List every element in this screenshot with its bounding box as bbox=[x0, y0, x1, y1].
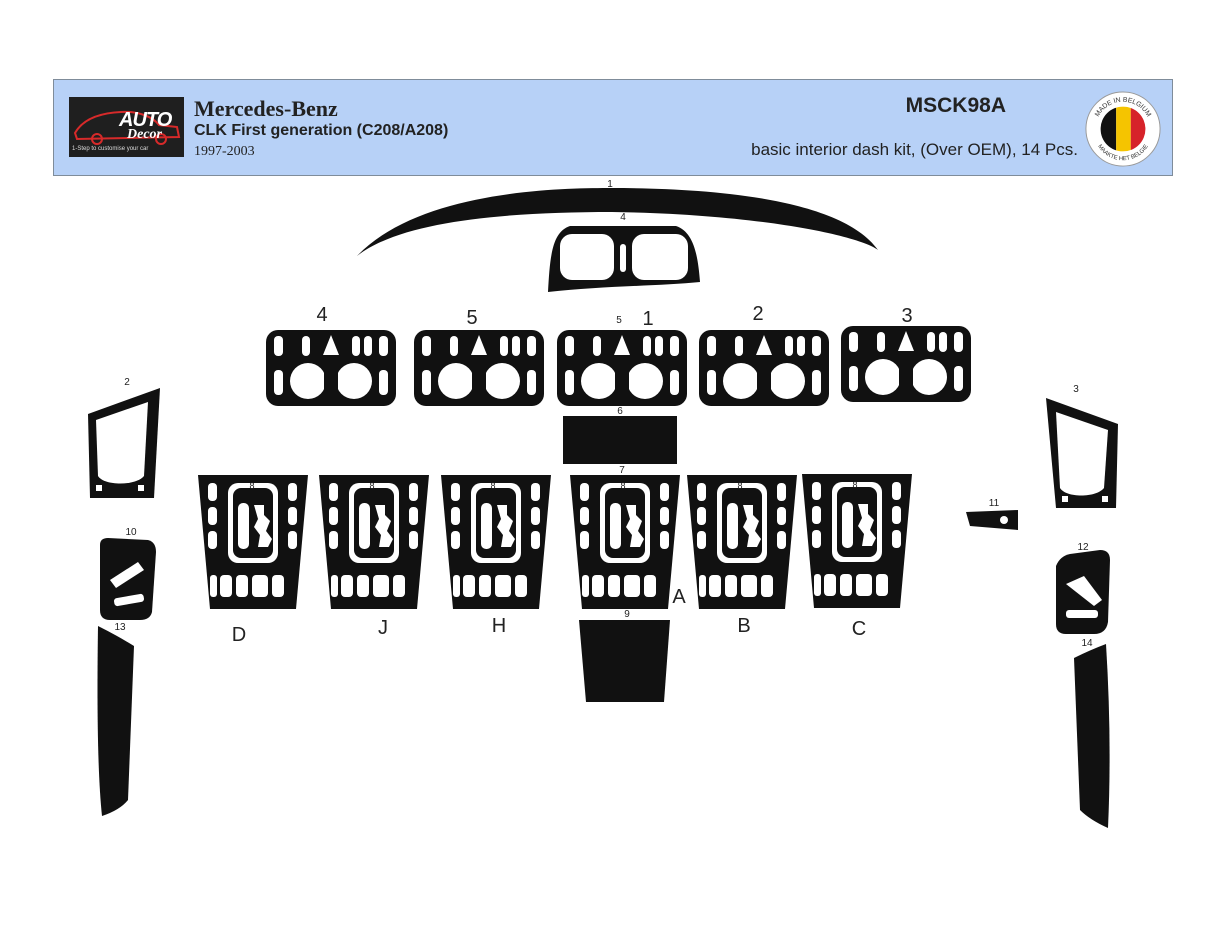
console-variant-label-c: C bbox=[852, 618, 866, 640]
model-name: CLK First generation (C208/A208) bbox=[194, 122, 449, 139]
vent-panel-5 bbox=[414, 330, 544, 406]
vent-variant-label-5: 5 bbox=[466, 307, 477, 329]
model-years: 1997-2003 bbox=[194, 144, 255, 159]
logo-word-decor: Decor bbox=[127, 127, 162, 142]
part-2-left-side-vent bbox=[88, 388, 160, 498]
center-vent-small-label: 5 bbox=[616, 315, 622, 326]
part-3-label: 3 bbox=[1073, 384, 1079, 395]
part-3-right-side-vent bbox=[1046, 398, 1118, 508]
car-outline-icon bbox=[73, 110, 181, 145]
console-variant-label-a: A bbox=[672, 586, 686, 608]
console-variant-label-b: B bbox=[737, 615, 750, 637]
part-1-label: 1 bbox=[607, 179, 613, 190]
part-1-dash-arc bbox=[357, 188, 878, 256]
console-panel-a bbox=[570, 475, 680, 609]
console-8-label-b: 8 bbox=[737, 481, 742, 491]
part-14-label: 14 bbox=[1081, 638, 1093, 649]
part-10-left-door-panel bbox=[100, 538, 156, 620]
console-panel-c bbox=[802, 474, 912, 608]
vent-panel-2 bbox=[699, 330, 829, 406]
vent-variant-label-2: 2 bbox=[752, 303, 763, 325]
part-4-label: 4 bbox=[620, 212, 626, 223]
part-12-label: 12 bbox=[1077, 542, 1089, 553]
brand-name: Mercedes-Benz bbox=[194, 96, 338, 121]
product-code: MSCK98A bbox=[905, 94, 1006, 117]
auto-decor-logo: AUTO Decor 1-Step to customise your car bbox=[69, 97, 184, 157]
part-13-left-trim-strip bbox=[97, 626, 134, 816]
made-in-belgium-badge: MADE IN BELGIUM MAAKTE HET BELGIE bbox=[1085, 91, 1161, 167]
console-variant-label-d: D bbox=[232, 624, 246, 646]
console-panel-b bbox=[687, 475, 797, 609]
vent-variant-label-4: 4 bbox=[316, 304, 327, 326]
part-2-label: 2 bbox=[124, 377, 130, 388]
logo-tagline: 1-Step to customise your car bbox=[72, 146, 149, 152]
vent-panel-3 bbox=[841, 326, 971, 402]
part-4-center-vent-frame bbox=[548, 226, 700, 292]
console-panel-j bbox=[319, 475, 429, 609]
console-8-label-a: 8 bbox=[620, 481, 625, 491]
part-11-label: 11 bbox=[989, 498, 1000, 509]
console-variant-label-j: J bbox=[378, 617, 388, 639]
console-8-label-h: 8 bbox=[490, 481, 495, 491]
title-block: AUTO Decor 1-Step to customise your car … bbox=[53, 79, 1173, 176]
vent-variant-label-3: 3 bbox=[901, 305, 912, 327]
vent-panel-4 bbox=[266, 330, 396, 406]
kit-description: basic interior dash kit, (Over OEM), 14 … bbox=[751, 140, 1078, 159]
vent-panel-1 bbox=[557, 330, 687, 406]
console-8-label-d: 8 bbox=[249, 481, 254, 491]
vent-variant-label-1: 1 bbox=[642, 308, 653, 330]
part-6-label: 6 bbox=[617, 406, 623, 417]
part-13-label: 13 bbox=[114, 622, 126, 633]
console-8-label-c: 8 bbox=[852, 480, 857, 490]
part-10-label: 10 bbox=[125, 527, 137, 538]
console-8-label-j: 8 bbox=[369, 481, 374, 491]
part-12-right-door-panel bbox=[1056, 550, 1110, 634]
console-panel-d bbox=[198, 475, 308, 609]
part-6-panel bbox=[563, 416, 677, 464]
logo-word-auto: AUTO bbox=[119, 109, 172, 131]
console-variant-label-h: H bbox=[492, 615, 506, 637]
part-9-panel bbox=[579, 620, 670, 702]
belgian-flag-icon bbox=[1100, 106, 1146, 152]
part-9-label: 9 bbox=[624, 609, 630, 620]
console-panel-h bbox=[441, 475, 551, 609]
part-11-small-piece bbox=[966, 510, 1018, 530]
part-7-label: 7 bbox=[619, 465, 625, 476]
part-14-right-trim-strip bbox=[1074, 644, 1110, 828]
